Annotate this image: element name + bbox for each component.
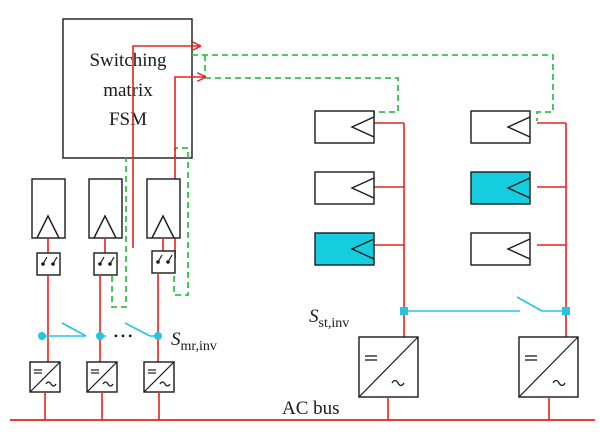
left-string-3 bbox=[146, 178, 181, 362]
central-inverter-right bbox=[518, 336, 579, 420]
s-mr-inv-label: Smr,inv bbox=[171, 329, 217, 354]
fsm-label-line1: Switching bbox=[89, 50, 167, 71]
fsm-box bbox=[62, 18, 193, 159]
pv-module-right-2-highlighted bbox=[470, 171, 531, 205]
pv-module-symbol bbox=[93, 214, 117, 239]
left-string-1 bbox=[31, 178, 66, 362]
central-inverter-mid bbox=[358, 336, 419, 420]
ac-bus-label: AC bus bbox=[282, 398, 340, 419]
switch-node bbox=[154, 332, 162, 340]
switch-node bbox=[400, 307, 408, 315]
right-module-string bbox=[470, 110, 567, 337]
string-switch-box bbox=[151, 250, 176, 274]
fsm-label-line3: FSM bbox=[109, 109, 147, 130]
left-string-2 bbox=[88, 178, 123, 362]
string-switch-box bbox=[93, 252, 118, 276]
switch-node bbox=[562, 307, 570, 315]
string-switch-box bbox=[36, 252, 61, 276]
pv-module-right-3 bbox=[470, 232, 531, 266]
left-inverter-1 bbox=[29, 361, 61, 420]
pv-module-right-1 bbox=[470, 110, 531, 144]
fsm-label-line2: matrix bbox=[103, 80, 153, 101]
switch-s-st-inv bbox=[400, 296, 570, 315]
left-module-group: • • • Smr,inv bbox=[29, 178, 217, 420]
left-inverter-2 bbox=[86, 361, 118, 420]
switch-node bbox=[38, 332, 46, 340]
pv-module-symbol bbox=[36, 214, 60, 239]
switch-s-mr-inv: • • • bbox=[38, 322, 162, 343]
pv-module bbox=[31, 178, 66, 239]
pv-module bbox=[88, 178, 123, 239]
s-st-inv-label: Sst,inv bbox=[309, 306, 349, 331]
control-line-switch-2 bbox=[111, 158, 127, 308]
pv-module bbox=[146, 178, 181, 239]
fsm-input-arrow-top bbox=[132, 46, 200, 248]
pv-module-mid-3-highlighted bbox=[314, 232, 375, 266]
control-line-right-module bbox=[192, 54, 554, 121]
switch-node bbox=[96, 332, 104, 340]
switching-matrix-fsm: Switching matrix FSM bbox=[62, 18, 193, 159]
pv-module-mid-2 bbox=[314, 171, 375, 205]
left-inverter-3 bbox=[143, 361, 175, 420]
pv-module-mid-1 bbox=[314, 110, 375, 144]
pv-module-symbol bbox=[151, 214, 175, 239]
continuation-dots: • • • bbox=[114, 329, 133, 343]
middle-module-string bbox=[314, 110, 405, 337]
